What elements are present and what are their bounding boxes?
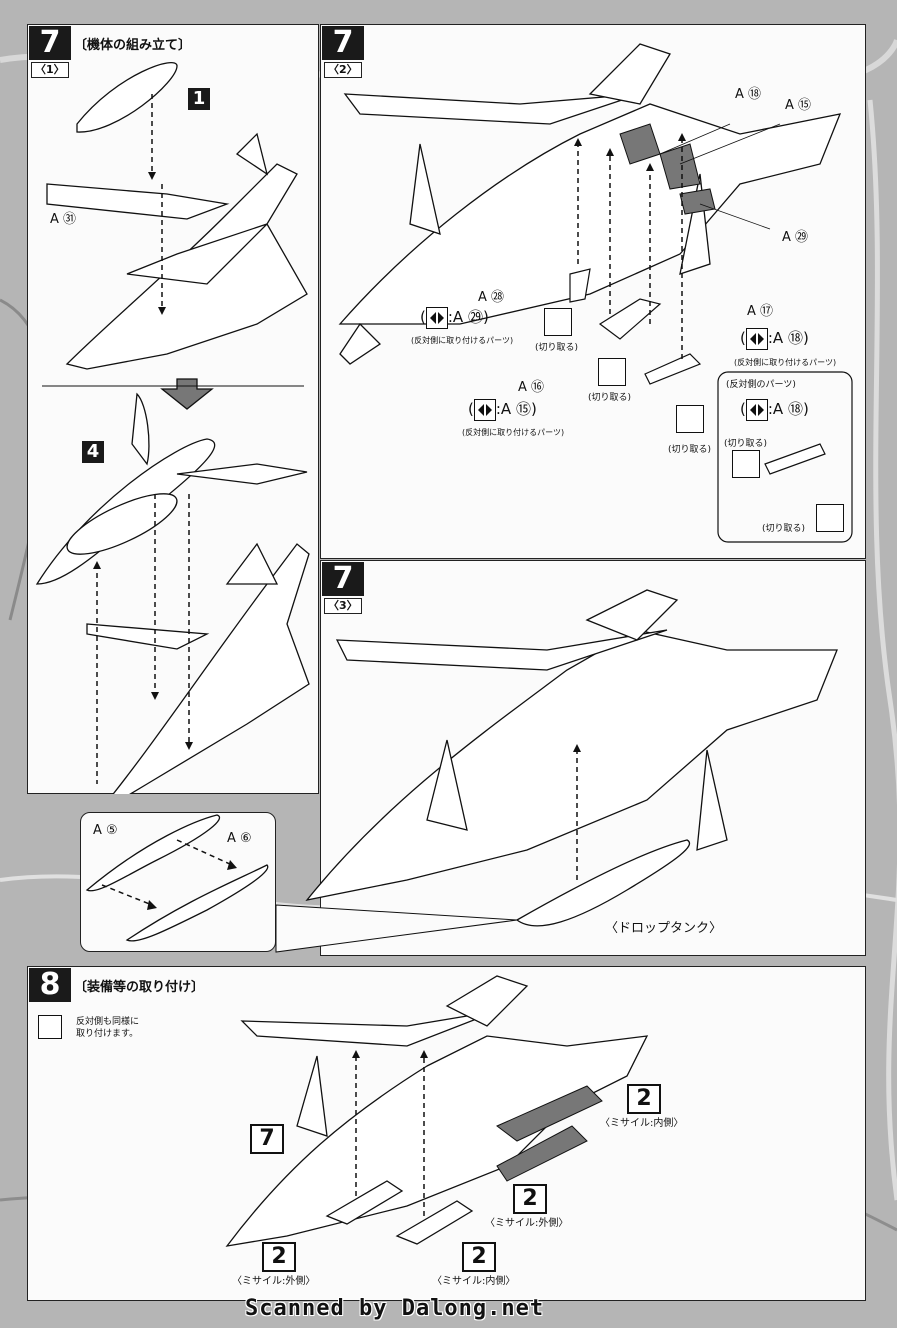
- missile-outer-label: 〈ミサイル:外側〉: [485, 1218, 569, 1229]
- part-box-1: 1: [188, 88, 210, 110]
- mirror-side-icon: [38, 1015, 62, 1039]
- step-number: 8: [29, 968, 71, 1002]
- step-number: 7: [322, 562, 364, 596]
- part-label-a17: A ⑰: [747, 304, 774, 319]
- cut-label: (切り取る): [588, 393, 632, 403]
- opposite-parts-label: (反対側のパーツ): [726, 380, 796, 390]
- scanner-watermark: Scanned by Dalong.net: [245, 1296, 545, 1321]
- reverse-side-note: (反対側に取り付けるパーツ): [411, 336, 514, 345]
- reverse-side-indicator: (:A ⑮): [468, 398, 537, 421]
- cut-icon: [676, 405, 704, 433]
- part-label-a28: A ㉘: [478, 290, 505, 305]
- reverse-side-indicator: (:A ⑱): [740, 398, 809, 421]
- part-label-a29: A ㉙: [782, 230, 809, 245]
- part-label-a18: A ⑱: [735, 87, 762, 102]
- cut-label: (切り取る): [668, 445, 712, 455]
- cut-icon: [598, 358, 626, 386]
- part-label-a6: A ⑥: [227, 831, 252, 846]
- reverse-side-note: (反対側に取り付けるパーツ): [734, 358, 837, 367]
- part-label-a15: A ⑮: [785, 98, 812, 113]
- jet-assembly-illustration-1: [35, 62, 310, 794]
- part-box-4: 4: [82, 441, 104, 463]
- drop-tank-illustration: [85, 589, 838, 953]
- reverse-side-indicator: (:A ㉙): [420, 306, 489, 329]
- reverse-part-label: :A ⑱: [767, 329, 803, 347]
- sub-step-label: 〈1〉: [31, 62, 69, 78]
- part-label-a5: A ⑤: [93, 823, 118, 838]
- missile-outer-label: 〈ミサイル:外側〉: [232, 1276, 316, 1287]
- drop-tank-label: 〈ドロップタンク〉: [605, 921, 723, 936]
- missile-assembly-illustration: [225, 975, 649, 1247]
- part-box-2: 2: [262, 1242, 296, 1272]
- cut-label: (切り取る): [762, 524, 806, 534]
- step-number: 7: [29, 26, 71, 60]
- cut-icon: [816, 504, 844, 532]
- sub-step-label: 〈2〉: [324, 62, 362, 78]
- step-title: 〔機体の組み立て〕: [74, 38, 192, 53]
- reverse-side-indicator: (:A ⑱): [740, 327, 809, 350]
- cut-icon: [544, 308, 572, 336]
- reverse-side-icon: [745, 398, 768, 421]
- reverse-part-label: :A ㉙: [447, 308, 483, 326]
- mirror-side-note: 反対側も同様に 取り付けます。: [76, 1017, 140, 1039]
- part-box-2: 2: [627, 1084, 661, 1114]
- step-title: 〔装備等の取り付け〕: [74, 980, 205, 995]
- reverse-side-icon: [425, 306, 448, 329]
- missile-inner-label: 〈ミサイル:内側〉: [432, 1276, 516, 1287]
- reverse-side-note: (反対側に取り付けるパーツ): [462, 428, 565, 437]
- sub-step-label: 〈3〉: [324, 598, 362, 614]
- cut-icon: [732, 450, 760, 478]
- part-box-2: 2: [513, 1184, 547, 1214]
- cut-label: (切り取る): [724, 439, 768, 449]
- reverse-part-label: :A ⑱: [767, 400, 803, 418]
- missile-inner-label: 〈ミサイル:内側〉: [600, 1118, 684, 1129]
- reverse-part-label: :A ⑮: [495, 400, 531, 418]
- reverse-side-icon: [745, 327, 768, 350]
- reverse-side-icon: [473, 398, 496, 421]
- part-box-2: 2: [462, 1242, 496, 1272]
- jet-assembly-illustration-2: [338, 43, 853, 543]
- part-label-a16: A ⑯: [518, 380, 545, 395]
- cut-label: (切り取る): [535, 343, 579, 353]
- part-box-7: 7: [250, 1124, 284, 1154]
- part-label-a31: A ㉛: [50, 212, 77, 227]
- step-number: 7: [322, 26, 364, 60]
